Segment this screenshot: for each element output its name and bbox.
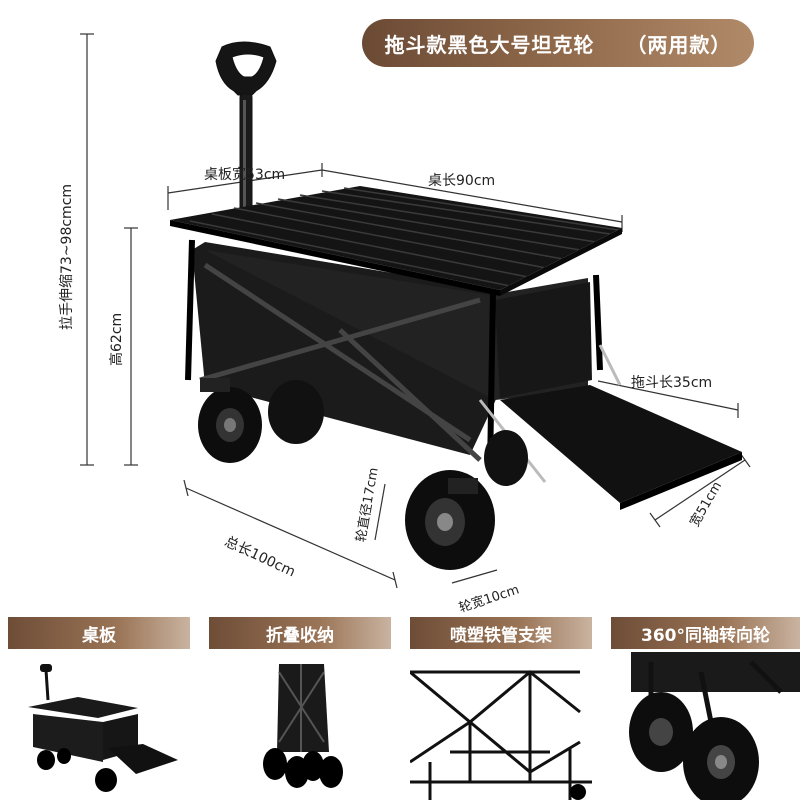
feature-band-folding: 折叠收纳 — [209, 617, 391, 649]
handle — [215, 41, 277, 213]
table-length-label: 桌长90cm — [428, 173, 496, 189]
feature-band-wheels: 360°同轴转向轮 — [611, 617, 800, 649]
wheels — [198, 378, 528, 570]
thumbnail-frame — [410, 652, 592, 800]
thumbnail-table — [8, 652, 190, 800]
height-label: 高62cm — [109, 312, 125, 366]
title-main: 拖斗款黑色大号坦克轮 — [384, 32, 595, 57]
handle-extension-label: 拉手伸缩73~98cmcm — [59, 183, 75, 330]
table-top — [170, 186, 622, 296]
feature-band-table: 桌板 — [8, 617, 190, 649]
thumbnail-folding — [209, 652, 391, 800]
feature-band-frame: 喷塑铁管支架 — [410, 617, 592, 649]
title-variant: （两用款） — [626, 32, 732, 57]
thumbnail-wheels — [611, 652, 800, 800]
dimension-lines — [80, 33, 751, 589]
table-width-label: 桌板宽53cm — [204, 167, 286, 183]
title-banner: 拖斗款黑色大号坦克轮 （两用款） — [362, 19, 754, 67]
tailgate-length-label: 拖斗长35cm — [631, 375, 713, 391]
wagon-illustration — [80, 33, 751, 589]
cart-body — [185, 239, 603, 471]
